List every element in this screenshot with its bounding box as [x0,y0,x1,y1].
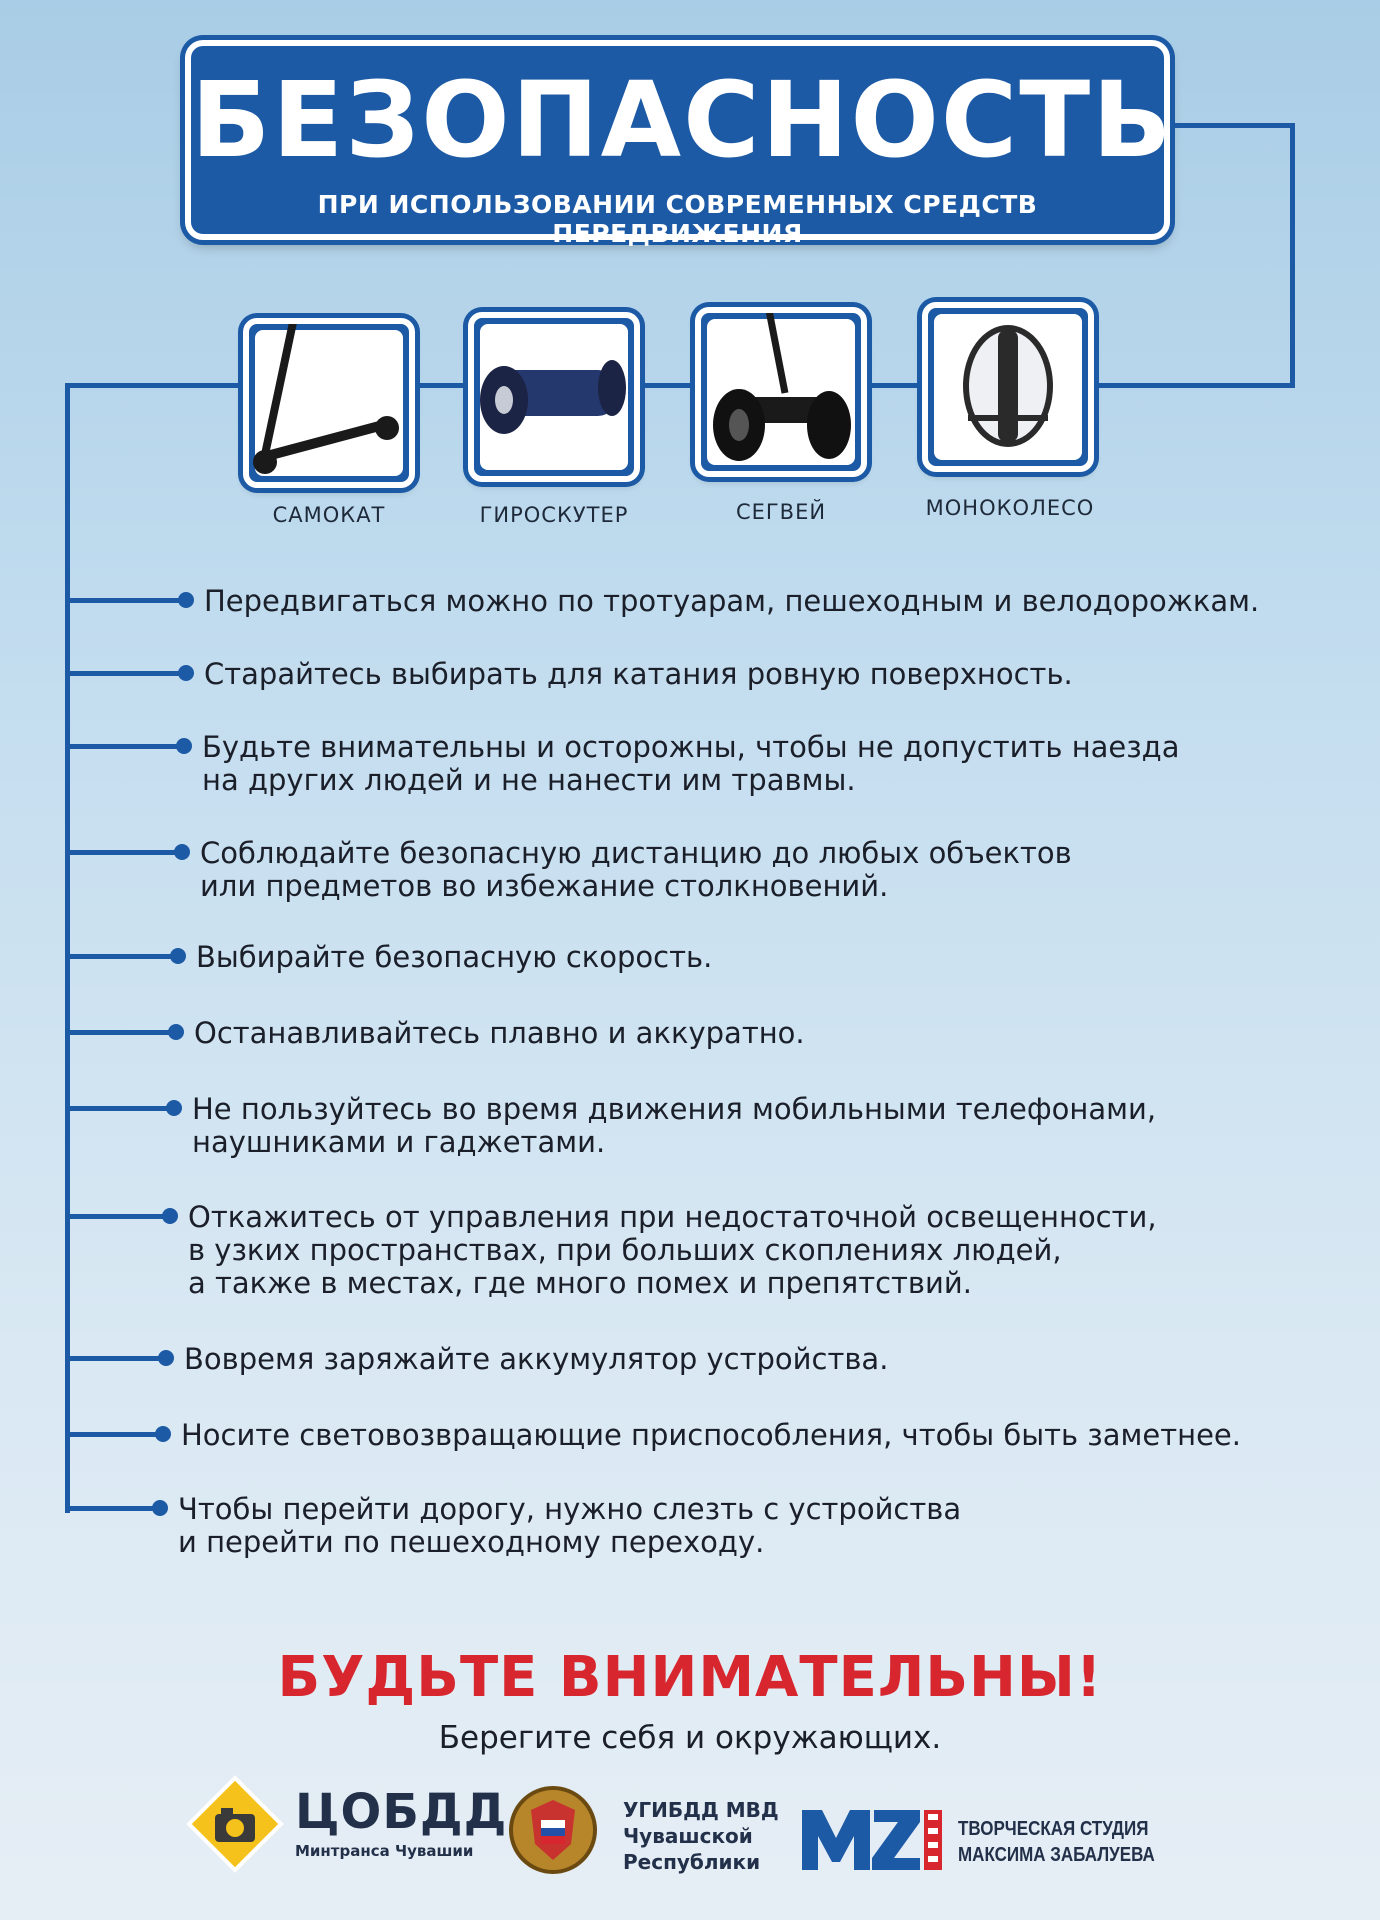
rule-text: Старайтесь выбирать для катания ровную п… [204,657,1073,691]
rule-text: и перейти по пешеходному переходу. [178,1525,765,1559]
monowheel-icon [934,314,1082,460]
rule-connector [67,671,182,676]
rule-text: Не пользуйтесь во время движения мобильн… [192,1092,1157,1126]
connector-right-vertical [1290,123,1295,385]
rule-text: Чтобы перейти дорогу, нужно слезть с уст… [178,1492,962,1526]
rule-text: в узких пространствах, при больших скопл… [188,1233,1062,1267]
rule-text: Будьте внимательны и осторожны, чтобы не… [202,730,1180,764]
rule-bullet [166,1100,182,1116]
rule-bullet [155,1426,171,1442]
rule-text: наушниками и гаджетами. [192,1125,606,1159]
rule-text: Вовремя заряжайте аккумулятор устройства… [184,1342,889,1376]
rule-connector [67,1106,170,1111]
scooter-icon [253,324,403,476]
vehicle-label-monowheel: МОНОКОЛЕСО [925,496,1095,520]
studio-line-2: МАКСИМА ЗАБАЛУЕВА [958,1844,1155,1866]
rule-connector [67,850,178,855]
connector-banner-right [1170,123,1295,128]
rule-connector [67,598,182,603]
rule-bullet [176,738,192,754]
rule-text: а также в местах, где много помех и преп… [188,1266,972,1300]
rule-connector [67,1214,166,1219]
rule-connector [67,744,180,749]
rule-text: Выбирайте безопасную скорость. [196,940,713,974]
rule-connector [67,1356,162,1361]
rule-bullet [170,948,186,964]
studio-mz-logo-icon [802,1810,942,1870]
rule-text: Останавливайтесь плавно и аккуратно. [194,1016,805,1050]
rule-bullet [168,1024,184,1040]
rule-text: на других людей и не нанести им травмы. [202,763,856,797]
ugibdd-line-1: УГИБДД МВД [623,1798,779,1822]
vehicle-label-hoverboard: ГИРОСКУТЕР [479,503,629,527]
connector-tiles-row [65,383,1295,388]
cobdd-name: ЦОБДД [295,1784,508,1840]
vehicle-label-segway: СЕГВЕЙ [735,500,827,524]
vehicle-tile-hoverboard [468,312,640,482]
cobdd-subtitle: Минтранса Чувашии [295,1842,474,1860]
rule-bullet [162,1208,178,1224]
warning-subtext: Берегите себя и окружающих. [438,1720,942,1756]
ugibdd-line-3: Республики [623,1850,761,1874]
logo-ugibdd: УГИБДД МВД Чувашской Республики [505,1782,779,1878]
ugibdd-line-2: Чувашской [623,1824,753,1848]
logo-studio: ТВОРЧЕСКАЯ СТУДИЯ МАКСИМА ЗАБАЛУЕВА [800,1806,1155,1878]
police-emblem-icon [509,1786,597,1874]
vehicle-tile-scooter [243,318,415,488]
segway-icon [707,313,855,465]
rule-connector [67,1432,159,1437]
rule-bullet [174,844,190,860]
rule-text: Передвигаться можно по тротуарам, пешехо… [204,584,1260,618]
rule-bullet [158,1350,174,1366]
rule-connector [67,954,174,959]
rule-bullet [178,592,194,608]
rule-text: Соблюдайте безопасную дистанцию до любых… [200,836,1072,870]
page-subtitle: ПРИ ИСПОЛЬЗОВАНИИ СОВРЕМЕННЫХ СРЕДСТВ ПЕ… [317,190,1038,248]
page-title: БЕЗОПАСНОСТЬ [191,59,1174,181]
rule-text: Откажитесь от управления при недостаточн… [188,1200,1157,1234]
cobdd-emblem-icon [186,1775,284,1873]
rule-bullet [152,1500,168,1516]
rule-bullet [178,665,194,681]
logo-cobdd: ЦОБДД Минтранса Чувашии [185,1775,506,1873]
header-banner: БЕЗОПАСНОСТЬ ПРИ ИСПОЛЬЗОВАНИИ СОВРЕМЕНН… [185,40,1174,248]
vehicle-tile-monowheel [922,302,1094,472]
rule-text: Носите световозвращающие приспособления,… [181,1418,1241,1452]
rule-connector [67,1506,156,1511]
studio-line-1: ТВОРЧЕСКАЯ СТУДИЯ [958,1818,1149,1840]
hoverboard-icon [480,324,628,470]
vehicle-label-scooter: САМОКАТ [272,503,386,527]
vehicle-tile-segway [695,307,867,477]
connector-left-vertical [65,383,70,1513]
rule-connector [67,1030,172,1035]
warning-heading: БУДЬТЕ ВНИМАТЕЛЬНЫ! [277,1645,1103,1710]
rule-text: или предметов во избежание столкновений. [200,869,889,903]
